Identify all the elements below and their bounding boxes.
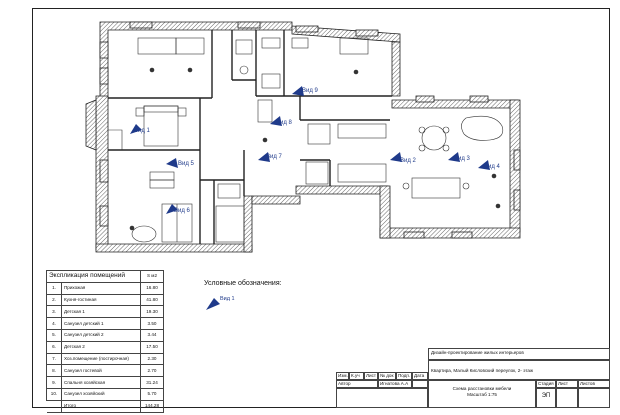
room-area: 3.44 [140, 328, 164, 342]
sheets-count [578, 388, 610, 408]
view-label-4: Вид 4 [484, 164, 501, 170]
sheets-label: Листов [578, 380, 610, 388]
room-area: 3.50 [140, 317, 164, 330]
author-name: Игнатова А.А [378, 380, 412, 388]
room-area: 5.70 [140, 387, 164, 401]
room-name: Детская 1 [61, 305, 141, 319]
room-area: 19.30 [140, 305, 164, 319]
symbol-view-label: Вид 1 [220, 296, 235, 302]
col-izm: Изм. [336, 372, 349, 380]
sheet-label: Лист [556, 380, 578, 388]
room-name: Санузел хозяйский [61, 387, 141, 401]
room-area: 16.80 [140, 281, 164, 295]
room-name: Прихожая [61, 281, 141, 295]
studio-name: Дизайн-проектирование жилых интерьеров [428, 348, 610, 360]
view-marker-7: Вид 7 [258, 152, 283, 162]
signature-rows [336, 388, 428, 408]
room-area: 17.50 [140, 340, 164, 354]
view-marker-6: Вид 6 [166, 204, 191, 214]
sheet-title: Схема расстановки мебели [452, 386, 512, 391]
room-area: 41.80 [140, 293, 164, 307]
total-label: Итого [61, 399, 141, 413]
symbols-title: Условные обозначения: [204, 280, 282, 287]
room-number: 2. [46, 293, 62, 307]
view-label-7: Вид 7 [266, 154, 283, 160]
total-spacer [46, 399, 62, 413]
col-podp: Подп. [396, 372, 412, 380]
view-label-6: Вид 6 [174, 208, 191, 214]
room-name: Спальня хозяйская [61, 376, 141, 389]
view-label-3: Вид 3 [454, 156, 471, 162]
total-area: 144.28 [140, 399, 164, 413]
view-marker-8: Вид 8 [270, 116, 293, 126]
project-name: Квартира, Малый Кисловский переулок, 2- … [428, 360, 610, 380]
col-ndoc: № док [378, 372, 396, 380]
outer-walls [85, 21, 521, 253]
room-number: 3. [46, 305, 62, 319]
view-label-2: Вид 2 [400, 158, 417, 164]
room-name: Детская 2 [61, 340, 141, 354]
col-list: Лист [364, 372, 378, 380]
view-label-9: Вид 9 [302, 88, 319, 94]
room-area: 31.24 [140, 376, 164, 389]
view-marker-4: Вид 4 [478, 160, 501, 170]
view-marker-3: Вид 3 [448, 152, 471, 162]
scale-text: Масштаб 1:75 [467, 392, 497, 397]
sheet-number [556, 388, 578, 408]
view-marker-9: Вид 9 [292, 86, 319, 96]
room-name: Санузел гостевой [61, 364, 141, 378]
room-row: 7.Хоз.помещение (постирочная)2.30 [46, 352, 164, 366]
room-number: 10. [46, 387, 62, 401]
stage-value: ЭП [536, 388, 556, 408]
author-label: Автор [336, 380, 378, 388]
view-marker-5: Вид 5 [166, 158, 195, 168]
room-name: Хоз.помещение (постирочная) [61, 352, 141, 366]
sheet-frame [32, 8, 610, 408]
room-schedule-title: Экспликация помещений [46, 270, 141, 283]
room-number: 6. [46, 340, 62, 354]
room-name: Санузел детский 2 [61, 328, 141, 342]
view-label-1: Вид 1 [134, 128, 151, 134]
area-header: S м2 [140, 270, 164, 283]
room-area: 2.30 [140, 352, 164, 366]
sheet-title-cell: Схема расстановки мебели Масштаб 1:75 [428, 380, 536, 408]
room-number: 9. [46, 376, 62, 389]
col-date: Дата [412, 372, 428, 380]
room-name: Кухня-гостиная [61, 293, 141, 307]
room-number: 4. [46, 317, 62, 330]
room-number: 8. [46, 364, 62, 378]
view-marker-2: Вид 2 [390, 152, 417, 164]
partitions [108, 30, 392, 244]
view-label-8: Вид 8 [276, 120, 293, 126]
room-number: 1. [46, 281, 62, 295]
col-kuch: К.уч [349, 372, 364, 380]
author-date [412, 380, 428, 388]
view-marker-icon [206, 298, 220, 310]
room-name: Санузел детский 1 [61, 317, 141, 330]
room-schedule-header: Экспликация помещений S м2 [46, 270, 164, 283]
room-number: 5. [46, 328, 62, 342]
title-block: Дизайн-проектирование жилых интерьеров К… [336, 348, 610, 408]
view-marker-1: Вид 1 [130, 124, 151, 134]
room-area: 2.70 [140, 364, 164, 378]
view-label-5: Вид 5 [178, 161, 195, 167]
room-number: 7. [46, 352, 62, 366]
furniture [108, 37, 504, 243]
stage-label: Стадия [536, 380, 556, 388]
view-markers: Вид 1 Вид 2 Вид 3 Вид 4 Вид 5 Вид 6 [130, 86, 501, 214]
